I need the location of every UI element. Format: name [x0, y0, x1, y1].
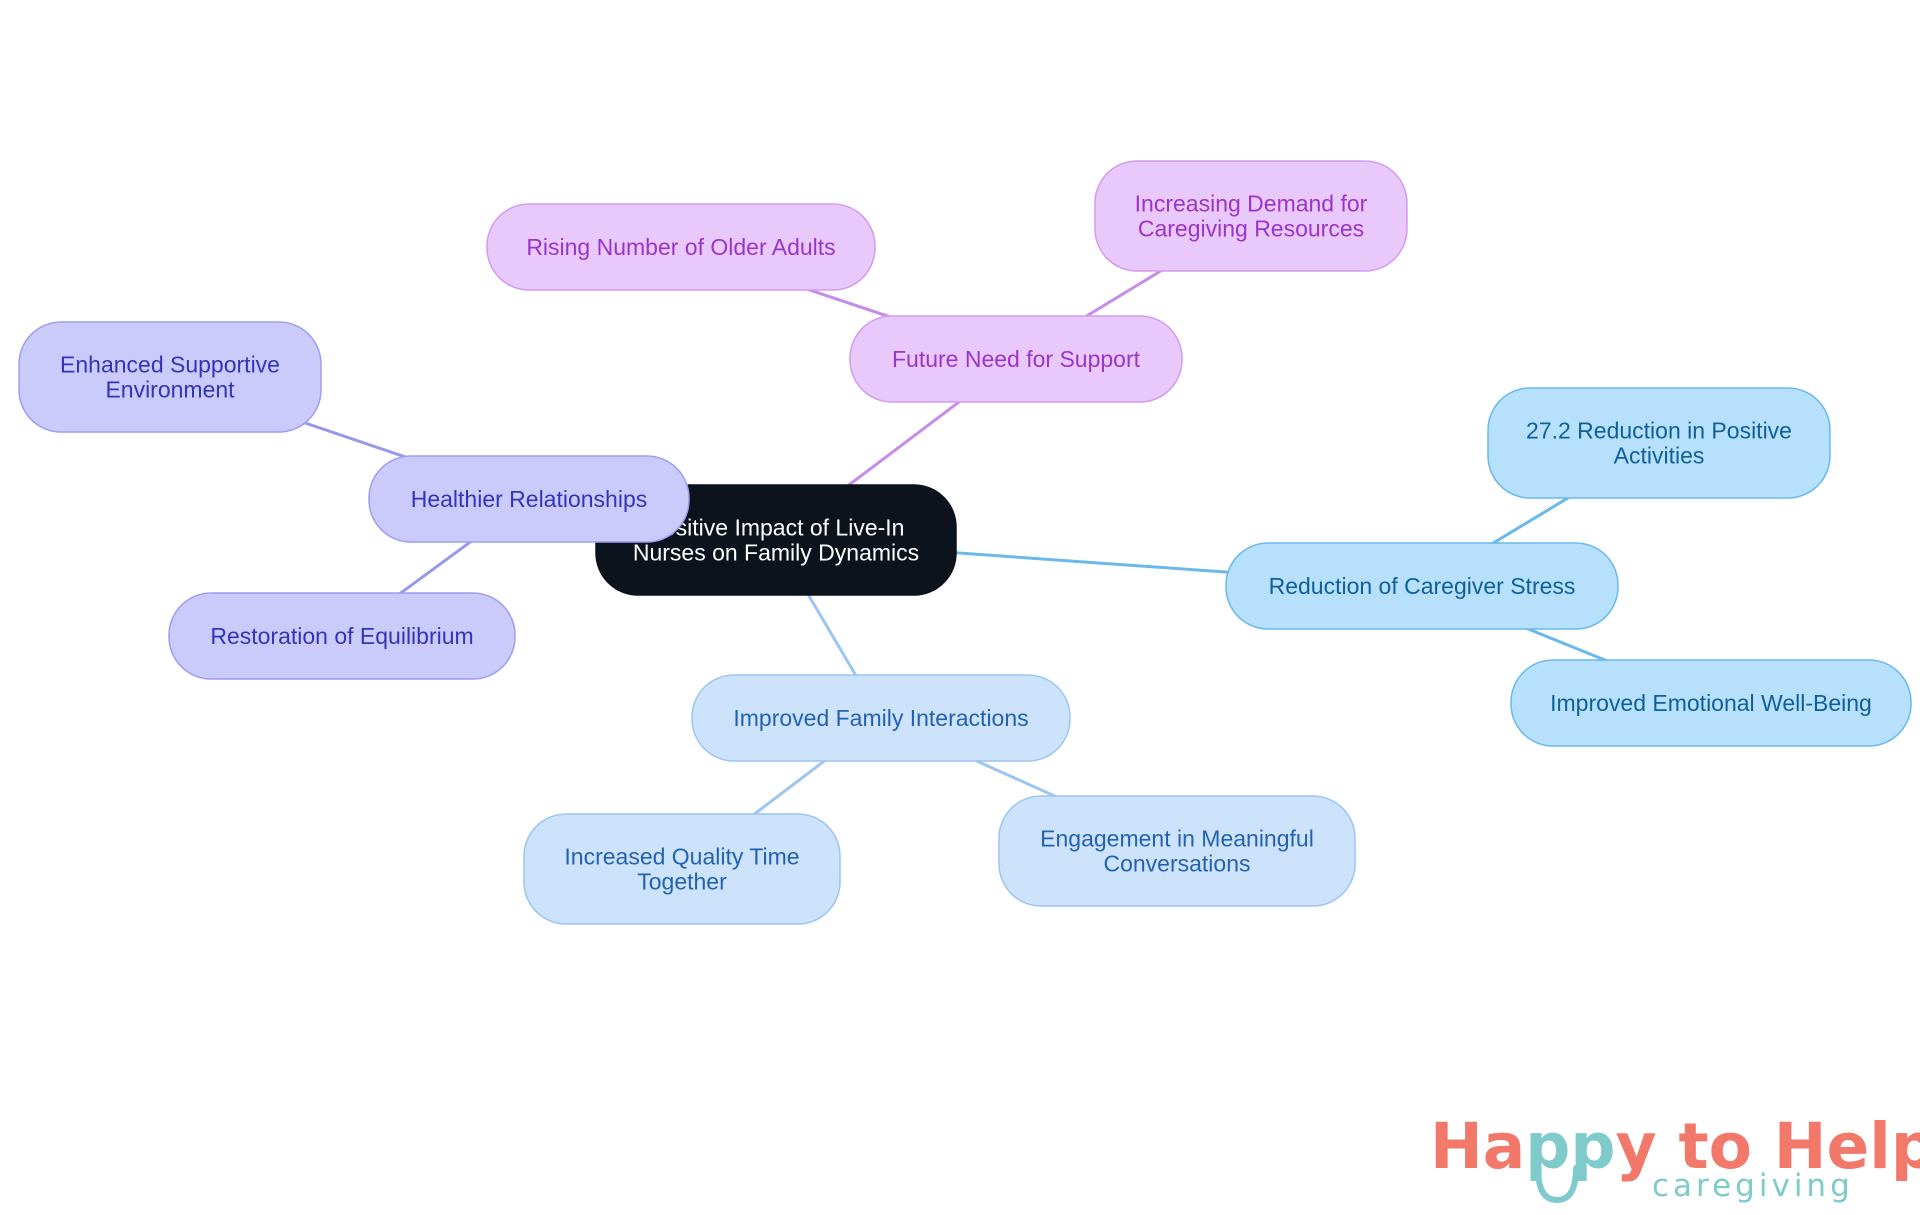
branch-node-stress-box: [1225, 542, 1619, 630]
leaf-node-enhanced-box: [18, 321, 322, 433]
branch-node-interactions-box: [691, 674, 1071, 762]
leaf-node-enhanced-label-line: Environment: [105, 377, 235, 403]
leaf-node-enhanced-label-line: Enhanced Supportive: [60, 352, 280, 378]
branch-node-future-box: [849, 315, 1183, 403]
branch-node-future: Future Need for Support: [849, 315, 1183, 403]
logo-wordmark: Happy to Help: [1430, 1110, 1920, 1183]
leaf-node-rising: Rising Number of Older Adults: [486, 203, 876, 291]
leaf-node-demand-label-line: Increasing Demand for: [1135, 191, 1368, 217]
leaf-node-restoration-label-line: Restoration of Equilibrium: [210, 623, 473, 649]
branch-node-interactions-label-line: Improved Family Interactions: [733, 705, 1028, 731]
leaf-node-emotional: Improved Emotional Well-Being: [1510, 659, 1912, 747]
branch-node-stress: Reduction of Caregiver Stress: [1225, 542, 1619, 630]
leaf-node-reduction-box: [1487, 387, 1831, 499]
branch-node-stress-label: Reduction of Caregiver Stress: [1269, 573, 1576, 599]
leaf-node-restoration: Restoration of Equilibrium: [168, 592, 516, 680]
branch-node-stress-label-line: Reduction of Caregiver Stress: [1269, 573, 1576, 599]
leaf-node-rising-label-line: Rising Number of Older Adults: [526, 234, 835, 260]
leaf-node-reduction-label-line: Activities: [1614, 443, 1705, 469]
leaf-node-emotional-box: [1510, 659, 1912, 747]
leaf-node-engagement-label-line: Engagement in Meaningful: [1040, 826, 1314, 852]
leaf-node-rising-label: Rising Number of Older Adults: [526, 234, 835, 260]
leaf-node-demand-box: [1094, 160, 1408, 272]
branch-node-healthier: Healthier Relationships: [368, 455, 690, 543]
leaf-node-demand-label-line: Caregiving Resources: [1138, 216, 1364, 242]
central-topic-node-label-line: Nurses on Family Dynamics: [633, 540, 919, 566]
leaf-node-engagement-box: [998, 795, 1356, 907]
branch-node-future-label-line: Future Need for Support: [892, 346, 1141, 372]
leaf-node-quality-label-line: Increased Quality Time: [564, 844, 799, 870]
central-topic-node-label-line: Positive Impact of Live-In: [648, 515, 905, 541]
leaf-node-restoration-box: [168, 592, 516, 680]
leaf-node-reduction-label-line: 27.2 Reduction in Positive: [1526, 418, 1792, 444]
logo-tagline: caregiving: [1652, 1168, 1854, 1204]
smile-icon: [1535, 1165, 1579, 1204]
branch-node-healthier-label-line: Healthier Relationships: [411, 486, 648, 512]
branch-node-interactions-label: Improved Family Interactions: [733, 705, 1028, 731]
leaf-node-engagement-label-line: Conversations: [1103, 851, 1250, 877]
leaf-node-emotional-label: Improved Emotional Well-Being: [1550, 690, 1872, 716]
branch-node-interactions: Improved Family Interactions: [691, 674, 1071, 762]
leaf-node-quality-label-line: Together: [637, 869, 727, 895]
brand-logo: Happy to Help caregiving: [1430, 1110, 1920, 1204]
logo-segment-ha: Ha: [1430, 1110, 1525, 1183]
leaf-node-rising-box: [486, 203, 876, 291]
branch-node-healthier-label: Healthier Relationships: [411, 486, 648, 512]
leaf-node-emotional-label-line: Improved Emotional Well-Being: [1550, 690, 1872, 716]
leaf-node-quality-box: [523, 813, 841, 925]
leaf-node-restoration-label: Restoration of Equilibrium: [210, 623, 473, 649]
branch-node-healthier-box: [368, 455, 690, 543]
logo-segment-rest: y to Help: [1615, 1110, 1920, 1183]
branch-node-future-label: Future Need for Support: [892, 346, 1141, 372]
